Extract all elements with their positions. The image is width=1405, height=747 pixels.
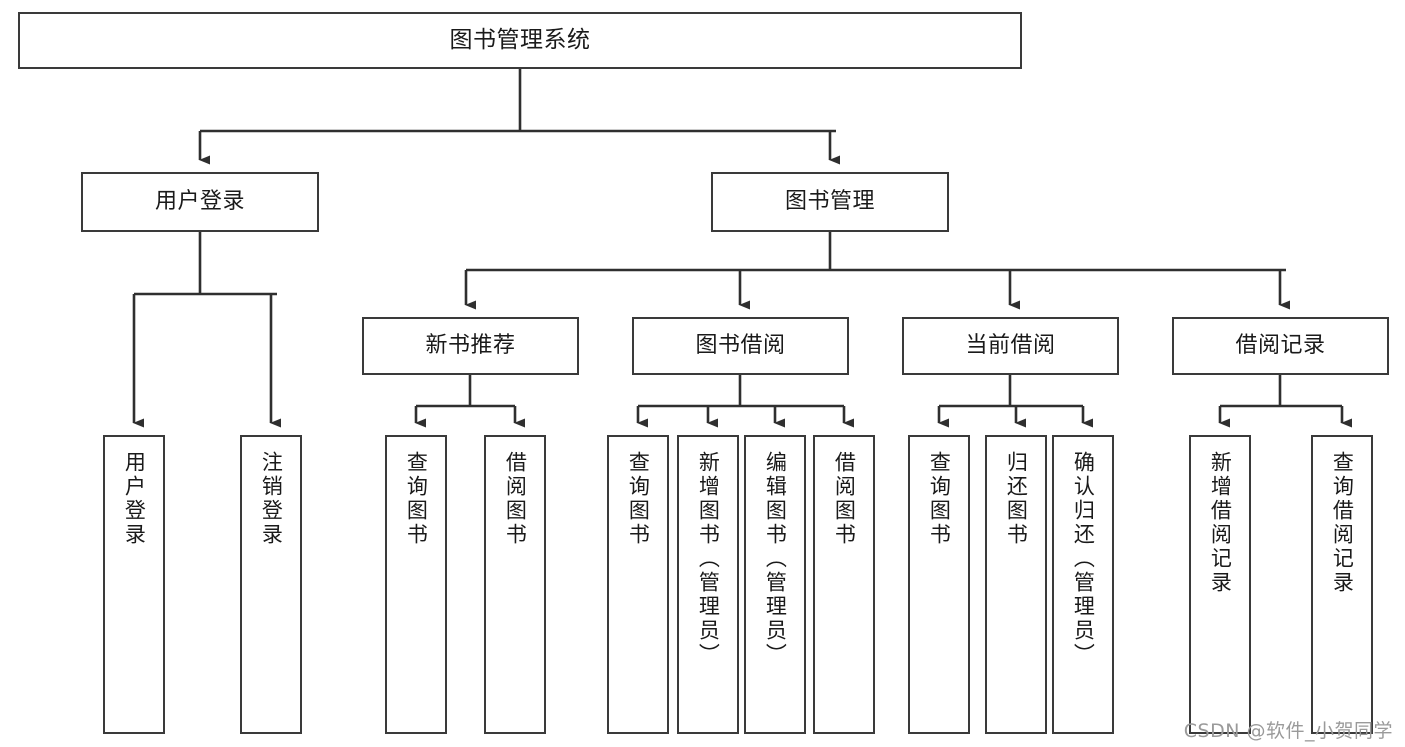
node-borrow-record-label: 借阅记录 bbox=[1235, 333, 1326, 359]
node-new-book-recommend-label: 新书推荐 bbox=[425, 333, 516, 359]
node-book-borrow[interactable]: 图书借阅 bbox=[632, 317, 849, 375]
node-leaf-query-book-3[interactable]: 查询图书 bbox=[908, 435, 970, 734]
node-leaf-confirm-return[interactable]: 确认归还（管理员） bbox=[1052, 435, 1114, 734]
node-user-login[interactable]: 用户登录 bbox=[81, 172, 319, 232]
node-leaf-edit-book[interactable]: 编辑图书（管理员） bbox=[744, 435, 806, 734]
node-leaf-query-book-3-label: 查询图书 bbox=[927, 451, 952, 547]
node-leaf-query-record[interactable]: 查询借阅记录 bbox=[1311, 435, 1373, 734]
node-root-label: 图书管理系统 bbox=[449, 26, 591, 53]
node-leaf-confirm-return-label: 确认归还（管理员） bbox=[1071, 451, 1096, 667]
node-leaf-query-book-2-label: 查询图书 bbox=[626, 451, 651, 547]
node-leaf-query-record-label: 查询借阅记录 bbox=[1330, 451, 1355, 595]
node-leaf-query-book-1[interactable]: 查询图书 bbox=[385, 435, 447, 734]
node-leaf-user-login-label: 用户登录 bbox=[122, 451, 147, 547]
node-new-book-recommend[interactable]: 新书推荐 bbox=[362, 317, 579, 375]
node-leaf-add-book[interactable]: 新增图书（管理员） bbox=[677, 435, 739, 734]
node-leaf-return-book[interactable]: 归还图书 bbox=[985, 435, 1047, 734]
node-leaf-user-login[interactable]: 用户登录 bbox=[103, 435, 165, 734]
node-current-borrow-label: 当前借阅 bbox=[965, 333, 1056, 359]
node-leaf-logout-login[interactable]: 注销登录 bbox=[240, 435, 302, 734]
node-leaf-add-book-label: 新增图书（管理员） bbox=[696, 451, 721, 667]
node-current-borrow[interactable]: 当前借阅 bbox=[902, 317, 1119, 375]
node-root[interactable]: 图书管理系统 bbox=[18, 12, 1022, 69]
node-leaf-borrow-book-2[interactable]: 借阅图书 bbox=[813, 435, 875, 734]
node-leaf-borrow-book-1[interactable]: 借阅图书 bbox=[484, 435, 546, 734]
node-book-manage-label: 图书管理 bbox=[784, 189, 875, 215]
node-book-manage[interactable]: 图书管理 bbox=[711, 172, 949, 232]
node-user-login-label: 用户登录 bbox=[154, 189, 245, 215]
node-leaf-edit-book-label: 编辑图书（管理员） bbox=[763, 451, 788, 667]
node-book-borrow-label: 图书借阅 bbox=[695, 333, 786, 359]
node-leaf-add-record[interactable]: 新增借阅记录 bbox=[1189, 435, 1251, 734]
node-leaf-logout-login-label: 注销登录 bbox=[259, 451, 284, 547]
node-leaf-query-book-2[interactable]: 查询图书 bbox=[607, 435, 669, 734]
node-leaf-borrow-book-2-label: 借阅图书 bbox=[832, 451, 857, 547]
node-borrow-record[interactable]: 借阅记录 bbox=[1172, 317, 1389, 375]
node-leaf-add-record-label: 新增借阅记录 bbox=[1208, 451, 1233, 595]
node-leaf-borrow-book-1-label: 借阅图书 bbox=[503, 451, 528, 547]
node-leaf-return-book-label: 归还图书 bbox=[1004, 451, 1029, 547]
node-leaf-query-book-1-label: 查询图书 bbox=[404, 451, 429, 547]
csdn-watermark: CSDN @软件_小贺同学 bbox=[1183, 720, 1393, 742]
